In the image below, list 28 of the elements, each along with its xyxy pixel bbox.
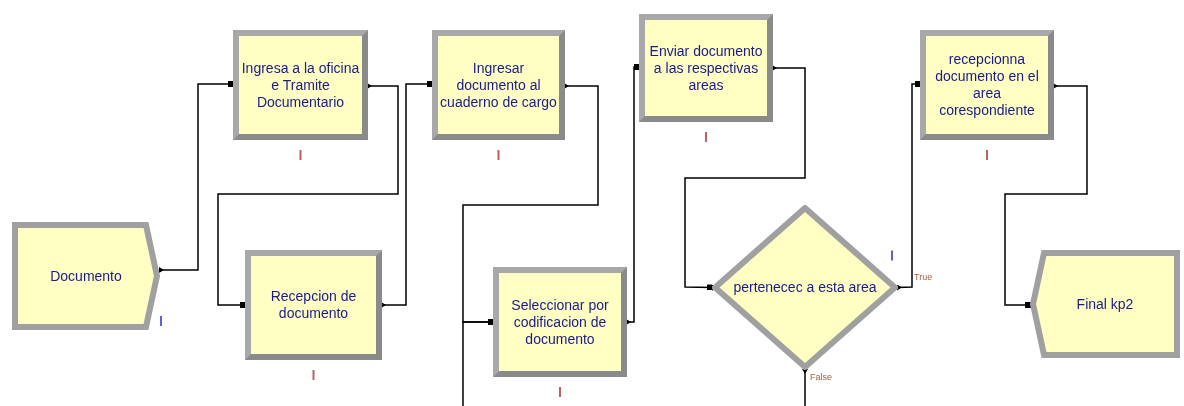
connector	[159, 81, 234, 273]
connector	[684, 65, 806, 291]
process-box	[920, 30, 1054, 140]
dispose-module	[1030, 250, 1180, 358]
process-box	[493, 267, 627, 377]
process-box	[432, 30, 565, 140]
node-label: Ingresa a la oficina e Tramite Documentario	[241, 59, 360, 111]
node-label: recepcionna documento en el area corespondiente	[934, 51, 1040, 119]
connector	[802, 369, 808, 406]
connector	[626, 64, 640, 325]
node-label: Final kp2	[1076, 295, 1134, 313]
node-label: Recepcion de documento	[269, 288, 358, 322]
node-label: Documento	[50, 267, 122, 285]
process-box	[233, 30, 368, 140]
node-label: Seleccionar por codificacion de documento	[510, 296, 610, 348]
create-module	[12, 222, 160, 330]
node-label: Enviar documento a las respectivas areas	[648, 42, 764, 94]
edge-label: False	[810, 372, 832, 382]
edge-label: True	[914, 271, 933, 282]
connector	[896, 81, 921, 291]
connector	[1004, 83, 1088, 308]
node-label: Ingresar documento al cuaderno de cargo	[440, 59, 557, 111]
process-box	[639, 14, 773, 122]
process-box	[245, 250, 382, 360]
connector	[217, 83, 399, 308]
node-label: pertenecec a esta area	[733, 279, 877, 296]
decision-diamond	[712, 205, 898, 370]
connector	[381, 81, 433, 308]
